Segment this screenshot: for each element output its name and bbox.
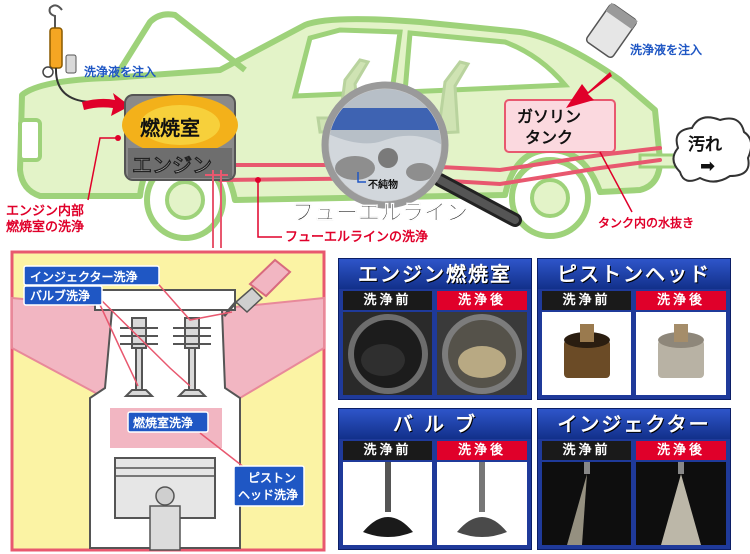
car-diagram: 洗浄液を注入 燃焼室 エンジン エンジン内部 燃焼室の洗浄 不純物 フューエルラ… [6, 2, 750, 248]
valve-wash-label: バルブ洗浄 [30, 288, 90, 303]
impurity-label: 不純物 [368, 178, 398, 191]
tank-label-2: タンク [525, 128, 573, 147]
engine-block [122, 94, 238, 181]
photo-after [636, 312, 726, 395]
photo-after [636, 462, 726, 545]
combustion-label: 燃焼室 [140, 116, 200, 140]
after-label: 洗浄後 [636, 291, 726, 310]
panel-title: エンジン燃焼室 [339, 259, 531, 289]
magnifier-icon [321, 81, 522, 227]
injector-wash-label: インジェクター洗浄 [30, 269, 138, 284]
dirt-cloud-icon [672, 116, 750, 183]
engine-cutaway-diagram: インジェクター洗浄 バルブ洗浄 燃焼室洗浄 ピストン ヘッド洗浄 [10, 250, 326, 552]
valve-wash-badge [23, 285, 103, 306]
tank-label-1: ガソリン [517, 107, 581, 126]
tank-water-label: タンク内の水抜き [598, 215, 694, 230]
inject-label-left: 洗浄液を注入 [84, 64, 156, 79]
after-label: 洗浄後 [636, 441, 726, 460]
after-label: 洗浄後 [437, 441, 527, 460]
panel-piston-head: ピストンヘッド 洗浄前 洗浄後 [537, 258, 731, 400]
chamber-wash-badge [127, 411, 209, 433]
dirt-label: 汚れ [688, 134, 722, 155]
fuel-line-label: フューエルライン [292, 201, 468, 226]
engine-label: エンジン [132, 153, 212, 177]
piston-wash-label-1: ピストン [248, 471, 296, 485]
panel-valve: バ ル ブ 洗浄前 洗浄後 [338, 408, 532, 550]
photo-before [343, 312, 432, 395]
inject-label-right: 洗浄液を注入 [630, 42, 702, 57]
inject-arrow-icon [82, 93, 130, 116]
zoom-connector [205, 170, 228, 248]
cleaner-can-icon [566, 2, 638, 108]
engine-internal-label-2: 燃焼室の洗浄 [6, 219, 84, 235]
before-label: 洗浄前 [343, 441, 432, 460]
photo-after [437, 462, 527, 545]
chamber-wash-label: 燃焼室洗浄 [133, 415, 193, 430]
gas-tank [504, 99, 616, 153]
photo-after [437, 312, 527, 395]
piston-wash-label-2: ヘッド洗浄 [238, 487, 298, 502]
panel-combustion-chamber: エンジン燃焼室 洗浄前 洗浄後 [338, 258, 532, 400]
dirt-arrow-icon: ➡ [700, 156, 715, 177]
engine-internal-label-1: エンジン内部 [6, 203, 84, 219]
piston-wash-badge [233, 465, 305, 507]
panel-title: バ ル ブ [339, 409, 531, 439]
panel-title: インジェクター [538, 409, 730, 439]
before-label: 洗浄前 [542, 441, 631, 460]
injector-wash-badge [23, 265, 160, 286]
photo-before [343, 462, 432, 545]
photo-before [542, 312, 631, 395]
after-label: 洗浄後 [437, 291, 527, 310]
before-label: 洗浄前 [542, 291, 631, 310]
panel-injector: インジェクター 洗浄前 洗浄後 [537, 408, 731, 550]
fuel-line-wash-label: フューエルラインの洗浄 [285, 229, 428, 245]
before-label: 洗浄前 [343, 291, 432, 310]
injector-icon [222, 258, 292, 317]
panel-title: ピストンヘッド [538, 259, 730, 289]
photo-before [542, 462, 631, 545]
